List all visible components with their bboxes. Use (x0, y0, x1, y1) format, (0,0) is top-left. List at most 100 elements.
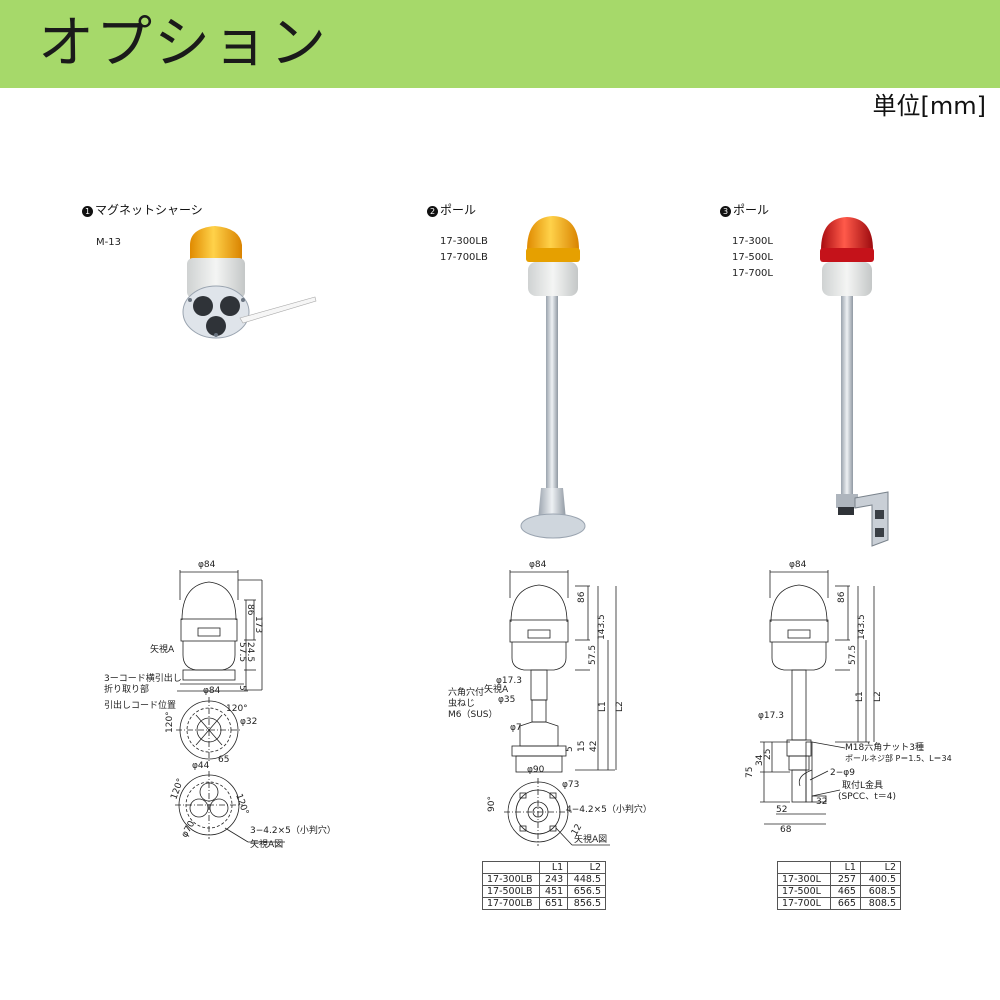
table-cell: 465 (829, 885, 861, 898)
dim-label: L2 (615, 701, 625, 712)
dim-label: φ70 (180, 819, 197, 839)
table-header-row: L1 L2 (482, 861, 606, 874)
drawing-magnet-chassis (175, 570, 285, 843)
dim-label: φ84 (789, 560, 807, 570)
dim-label: 57.5 (237, 642, 247, 662)
table-cell: 665 (829, 897, 861, 910)
table-cell: 656.5 (567, 885, 606, 898)
dim-label: 15 (577, 741, 587, 752)
model-item: 17-300L (732, 236, 773, 247)
pole-lb-photo (520, 216, 586, 539)
pole-l-photo (820, 217, 889, 547)
section-2-label: ポール (440, 203, 477, 217)
dim-label: 12 (570, 823, 584, 838)
dim-label: 4−4.2×5（小判穴） (566, 803, 652, 815)
dim-label: 32 (816, 797, 827, 807)
dim-label: 24.5 (245, 642, 255, 662)
dim-label: (SPCC、t＝4) (838, 792, 896, 802)
model-item: 17-500L (732, 252, 773, 263)
dim-label: 57.5 (848, 645, 858, 665)
table-cell: 651 (538, 897, 569, 910)
dim-label: 3−4.2×5（小判穴） (250, 824, 336, 836)
table-cell: 448.5 (567, 873, 606, 886)
section-3-number: 3 (720, 206, 731, 217)
dim-label: 173 (253, 616, 263, 633)
dim-label: φ44 (192, 761, 210, 771)
table-cell: 17-500L (777, 885, 831, 898)
model-item: 17-300LB (440, 236, 488, 247)
dim-label: 86 (577, 591, 587, 603)
dim-label: M6（SUS） (448, 709, 498, 720)
table-cell: 243 (538, 873, 569, 886)
drawing-pole-l (760, 570, 875, 825)
dim-label: φ32 (240, 717, 257, 727)
dim-label: φ84 (203, 686, 221, 696)
dim-label: L1 (598, 701, 608, 712)
dim-label: 2−φ9 (830, 768, 855, 778)
dim-label: L1 (855, 691, 865, 702)
dim-label: 120° (233, 793, 250, 817)
table-cell: 451 (538, 885, 569, 898)
section-1-number: 1 (82, 206, 93, 217)
dim-label: 120° (165, 711, 175, 733)
table-cell: 17-500LB (482, 885, 540, 898)
section-3-models: 17-300L 17-500L 17-700L (732, 234, 773, 282)
dim-label: 65 (218, 755, 229, 765)
dim-label: 矢視A (484, 683, 509, 695)
dim-label: 86 (837, 591, 847, 603)
table-header-cell (482, 861, 540, 874)
dim-label: φ35 (498, 695, 515, 705)
table-cell: 17-700LB (482, 897, 540, 910)
dim-label: φ90 (527, 765, 545, 775)
table-row: 17-500LB 451 656.5 (482, 885, 606, 898)
dim-label: 矢視A図 (574, 833, 607, 845)
page-title: オプション (38, 11, 328, 76)
table-cell: 17-700L (777, 897, 831, 910)
dim-label: 143.5 (597, 614, 607, 640)
dim-label: 六角穴付 (448, 686, 484, 698)
dim-label: 取付L金具 (842, 779, 883, 791)
dim-label: φ17.3 (758, 711, 784, 721)
drawing-pole-lb (504, 570, 617, 846)
dim-label: 3ーコード横引出し (104, 672, 182, 684)
page-header: オプション (0, 0, 1000, 88)
table-header-cell: L1 (538, 861, 569, 874)
dim-label: 120° (226, 704, 248, 714)
dim-label: 86 (245, 604, 255, 616)
dim-label: ポールネジ部 P＝1.5、L＝34 (845, 753, 952, 763)
dim-label: φ17.3 (496, 676, 522, 686)
table-row: 17-300L 257 400.5 (777, 873, 902, 886)
model-item: M-13 (96, 237, 121, 248)
dim-label: 引出しコード位置 (104, 699, 176, 711)
dim-label: φ7 (510, 723, 522, 733)
dim-label: 52 (776, 805, 787, 815)
table-cell: 17-300LB (482, 873, 540, 886)
table-cell: 400.5 (859, 873, 902, 886)
table-cell: 257 (829, 873, 861, 886)
dim-label: 折り取り部 (104, 683, 149, 695)
dim-label: 矢視A図 (250, 838, 283, 850)
section-1-models: M-13 (96, 235, 121, 251)
dim-label: 42 (589, 741, 599, 752)
table-header-row: L1 L2 (777, 861, 902, 874)
table-header-cell: L1 (829, 861, 861, 874)
spec-table-lb: L1 L2 17-300LB 243 448.5 17-500LB 451 65… (482, 861, 606, 910)
dim-label: 虫ねじ (448, 697, 475, 709)
table-cell: 608.5 (859, 885, 902, 898)
section-2-models: 17-300LB 17-700LB (440, 234, 488, 266)
dim-label: φ84 (529, 560, 547, 570)
table-header-cell: L2 (567, 861, 606, 874)
dim-label: 143.5 (857, 614, 867, 640)
dim-label: 矢視A (150, 643, 175, 655)
table-row: 17-700LB 651 856.5 (482, 897, 606, 910)
spec-table-l: L1 L2 17-300L 257 400.5 17-500L 465 608.… (777, 861, 902, 910)
unit-label: 単位[mm] (872, 92, 986, 120)
dim-label: 34 (755, 754, 765, 766)
dim-label: φ84 (198, 560, 216, 570)
dim-label: L2 (873, 691, 883, 702)
dim-label: 90° (487, 796, 497, 812)
